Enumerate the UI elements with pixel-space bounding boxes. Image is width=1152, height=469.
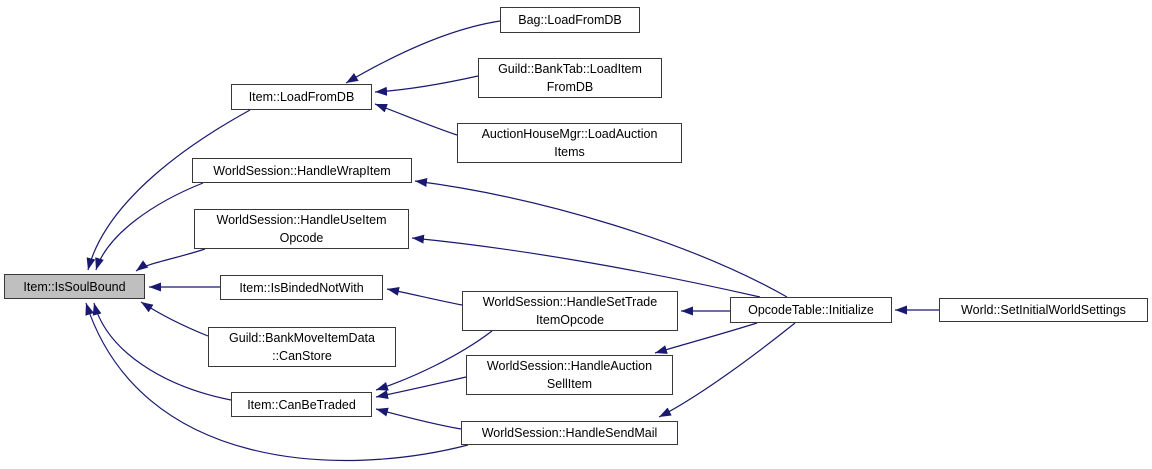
edge-item_canbetraded-to-item_issoulbound: [92, 302, 232, 401]
node-worldsession-handleauctionsellitem[interactable]: WorldSession::HandleAuction SellItem: [466, 355, 673, 395]
edge-ws_handlewrapitem-to-item_issoulbound: [95, 182, 204, 271]
node-worldsession-handleuseitemopcode[interactable]: WorldSession::HandleUseItem Opcode: [194, 209, 409, 249]
edge-opcodetable_initialize-to-ws_handleuseitemopcode: [411, 234, 761, 298]
node-worldsession-handlesettradeitemopcode[interactable]: WorldSession::HandleSetTrade ItemOpcode: [462, 291, 678, 331]
edge-ws_handleauctionsellitem-to-item_canbetraded: [375, 376, 467, 399]
edge-opcodetable_initialize-to-ws_handlesendmail: [658, 322, 796, 418]
edge-ws_handlesendmail-to-item_issoulbound: [85, 302, 469, 462]
node-item-canbetraded[interactable]: Item::CanBeTraded: [231, 392, 372, 417]
edge-guild_banktab_loaditemfromdb-to-item_loadfromdb: [374, 75, 479, 96]
edge-auctionhousemgr_loadauctionitems-to-item_loadfromdb: [374, 103, 458, 136]
node-guild-banktab-loaditemfromdb[interactable]: Guild::BankTab::LoadItem FromDB: [478, 58, 662, 98]
node-item-issoulbound: Item::IsSoulBound: [4, 274, 145, 299]
edge-ws_handlesendmail-to-item_canbetraded: [375, 407, 462, 430]
edge-ws_handleuseitemopcode-to-item_issoulbound: [135, 248, 206, 272]
node-worldsession-handlewrapitem[interactable]: WorldSession::HandleWrapItem: [192, 158, 412, 183]
node-guild-bankmoveitemdata-canstore[interactable]: Guild::BankMoveItemData ::CanStore: [208, 327, 396, 367]
node-item-loadfromdb[interactable]: Item::LoadFromDB: [231, 84, 372, 110]
edge-ws_handlesettradeitemopcode-to-item_isbindednotwith: [386, 286, 463, 306]
node-bag-loadfromdb[interactable]: Bag::LoadFromDB: [500, 7, 640, 33]
node-item-isbindednotwith[interactable]: Item::IsBindedNotWith: [220, 275, 383, 300]
edge-ws_handlesettradeitemopcode-to-item_canbetraded: [375, 330, 493, 391]
edge-guild_bankmoveitemdata_canstore-to-item_issoulbound: [140, 301, 209, 337]
node-worldsession-handlesendmail[interactable]: WorldSession::HandleSendMail: [461, 421, 678, 445]
node-auctionhousemgr-loadauctionitems[interactable]: AuctionHouseMgr::LoadAuction Items: [457, 123, 682, 163]
node-opcodetable-initialize[interactable]: OpcodeTable::Initialize: [730, 297, 892, 323]
edge-bag_loadfromdb-to-item_loadfromdb: [345, 20, 501, 84]
node-world-setinitialworldsettings[interactable]: World::SetInitialWorldSettings: [939, 298, 1148, 322]
edge-item_loadfromdb-to-item_issoulbound: [86, 109, 251, 271]
edge-opcodetable_initialize-to-ws_handlewrapitem: [414, 178, 788, 298]
edge-opcodetable_initialize-to-ws_handleauctionsellitem: [654, 322, 758, 354]
